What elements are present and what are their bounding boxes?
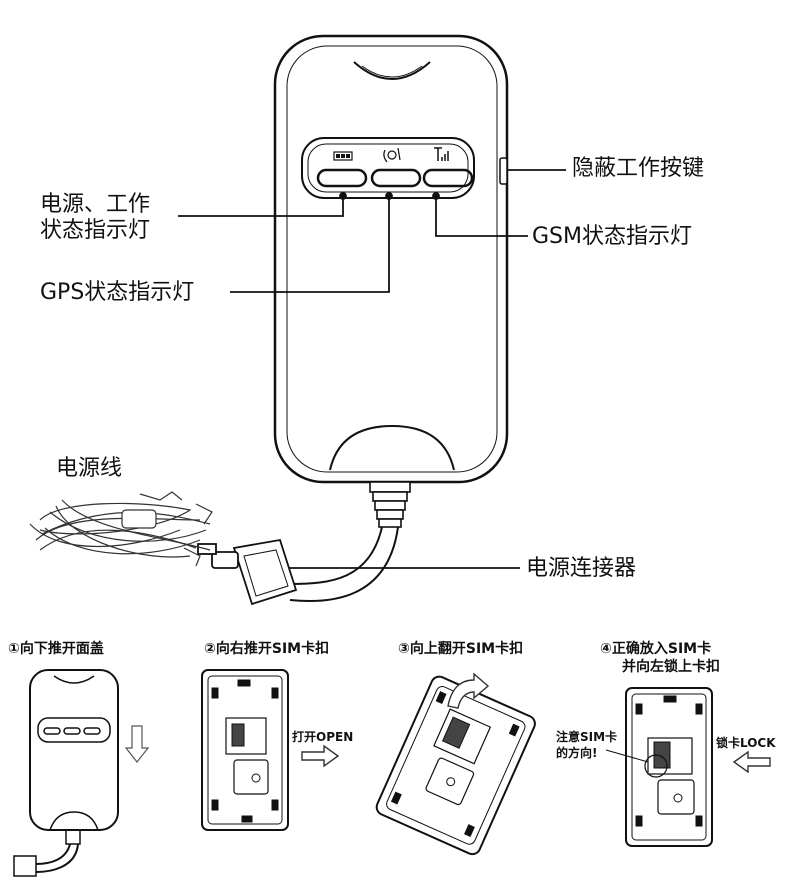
step3-device (375, 675, 536, 856)
arrow-right-icon (301, 744, 340, 768)
signal-icon (434, 147, 449, 161)
satellite-icon (383, 147, 401, 163)
open-label: 打开OPEN (292, 730, 354, 744)
step1-device (13, 669, 119, 877)
power-status-label-line2: 状态指示灯 (40, 218, 151, 243)
step-2-title: ②向右推开SIM卡扣 (204, 641, 330, 657)
power-connector (197, 538, 298, 606)
arrow-flip-icon (447, 672, 490, 709)
cable-strain-relief (369, 481, 411, 528)
gsm-led-label: GSM状态指示灯 (532, 224, 692, 249)
tracker-device (273, 34, 509, 484)
power-cable-label: 电源线 (56, 456, 123, 481)
led-panel (301, 137, 475, 199)
step-1-title: ①向下推开面盖 (8, 641, 104, 657)
step4-device (605, 687, 713, 847)
step-4-subtitle: 并向左锁上卡扣 (622, 659, 720, 675)
arrow-down-icon (124, 725, 150, 763)
battery-icon (333, 151, 353, 161)
power-cable-bundle (29, 491, 213, 567)
power-connector-label: 电源连接器 (526, 556, 637, 581)
sim-note-line2: 的方向! (556, 746, 598, 760)
device-cable (289, 526, 399, 603)
hidden-button-label: 隐蔽工作按键 (572, 156, 705, 181)
step-4-title: ④正确放入SIM卡 (600, 641, 712, 657)
power-status-label-line1: 电源、工作 (40, 192, 151, 217)
arrow-left-icon (732, 750, 771, 774)
sim-note-line1: 注意SIM卡 (556, 730, 618, 744)
gps-led-label: GPS状态指示灯 (40, 280, 195, 305)
step2-device (201, 669, 289, 831)
lock-label: 锁卡LOCK (716, 736, 776, 750)
step-3-title: ③向上翻开SIM卡扣 (398, 641, 524, 657)
